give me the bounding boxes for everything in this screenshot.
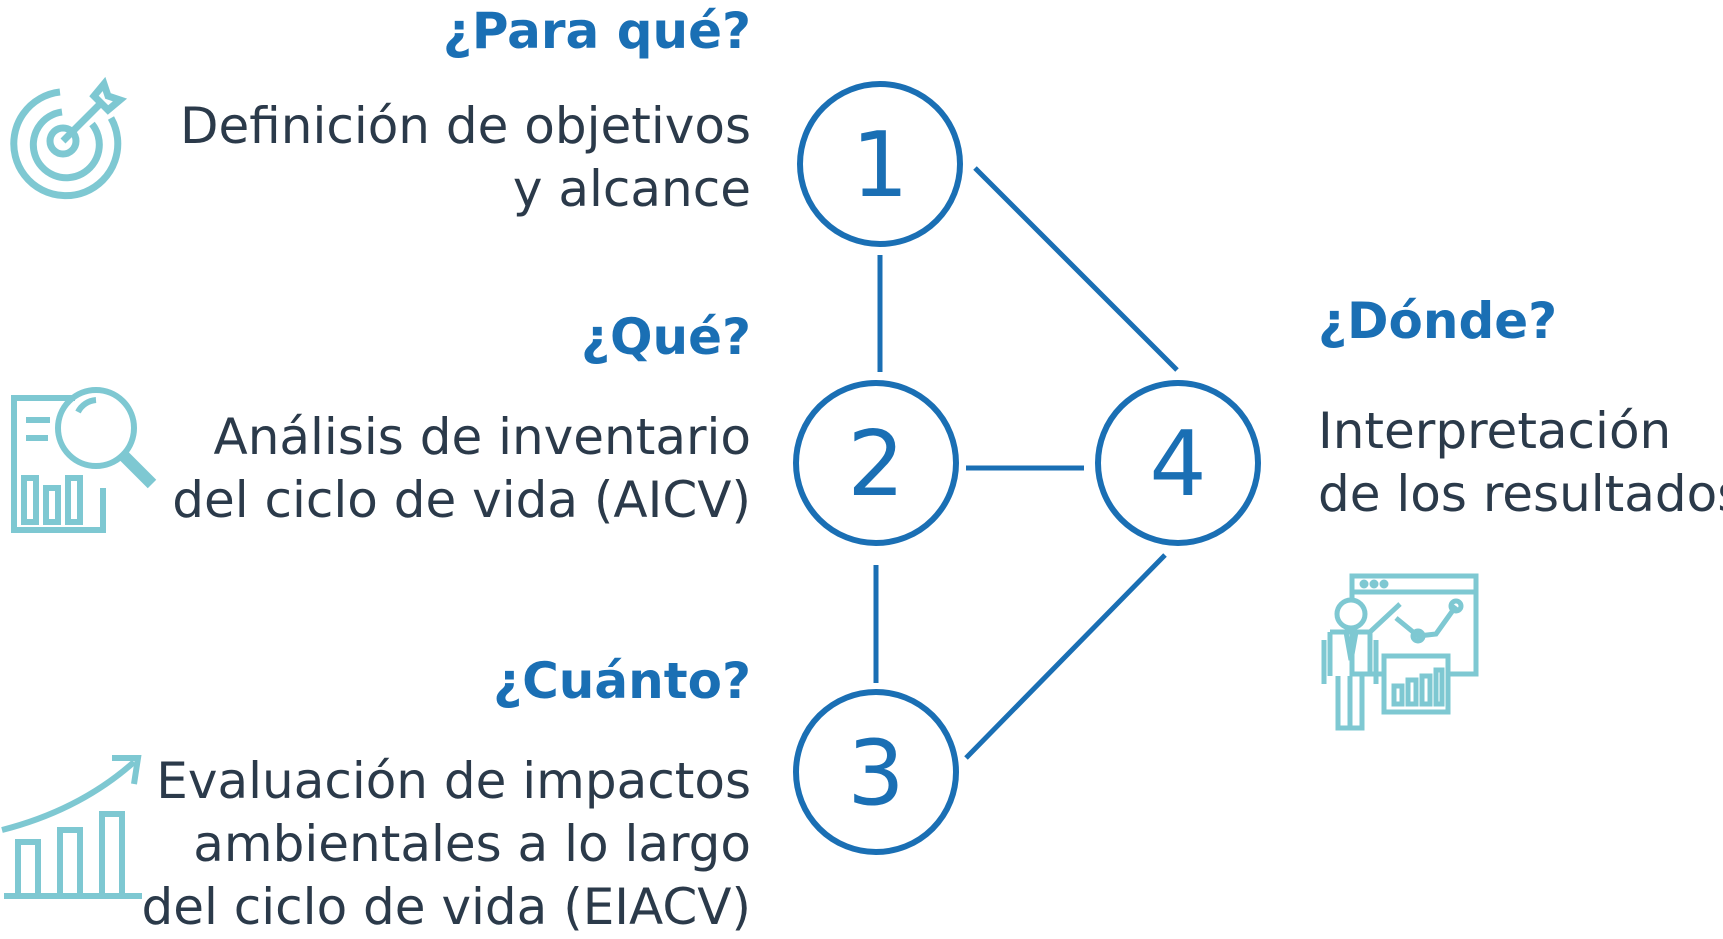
step-number-3: 3 — [847, 721, 904, 826]
description-step-1: Definición de objetivos y alcance — [180, 95, 751, 221]
step-number-4: 4 — [1149, 412, 1206, 517]
step-circle-1 — [797, 81, 963, 247]
step-circle-3 — [793, 689, 959, 855]
step-number-1: 1 — [851, 113, 908, 218]
growth-chart-icon — [1, 755, 142, 899]
description-step-3-line-2: ambientales a lo largo — [193, 815, 751, 873]
report-magnifier-icon — [11, 387, 157, 533]
description-step-3-line-1: Evaluación de impactos — [156, 752, 751, 810]
description-step-4-line-1: Interpretación — [1318, 402, 1672, 460]
description-step-4: Interpretación de los resultados — [1318, 400, 1723, 526]
description-step-2-line-1: Análisis de inventario — [213, 408, 752, 466]
question-que: ¿Qué? — [580, 308, 751, 366]
step-circle-4 — [1095, 380, 1261, 546]
step-circle-2 — [793, 380, 959, 546]
description-step-3: Evaluación de impactos ambientales a lo … — [142, 750, 751, 939]
connector-1-4 — [973, 166, 1179, 372]
question-para-que: ¿Para qué? — [442, 2, 751, 60]
description-step-1-line-1: Definición de objetivos — [180, 97, 751, 155]
target-icon — [10, 76, 128, 200]
question-cuanto: ¿Cuánto? — [493, 652, 751, 710]
connector-3-4 — [964, 553, 1167, 760]
description-step-1-line-2: y alcance — [512, 160, 751, 218]
description-step-2: Análisis de inventario del ciclo de vida… — [172, 406, 751, 532]
step-number-2: 2 — [847, 412, 904, 517]
description-step-3-line-3: del ciclo de vida (EIACV) — [141, 878, 751, 936]
presentation-icon — [1321, 573, 1479, 731]
question-donde: ¿Dónde? — [1318, 292, 1558, 350]
description-step-2-line-2: del ciclo de vida (AICV) — [172, 471, 751, 529]
description-step-4-line-2: de los resultados — [1318, 465, 1723, 523]
